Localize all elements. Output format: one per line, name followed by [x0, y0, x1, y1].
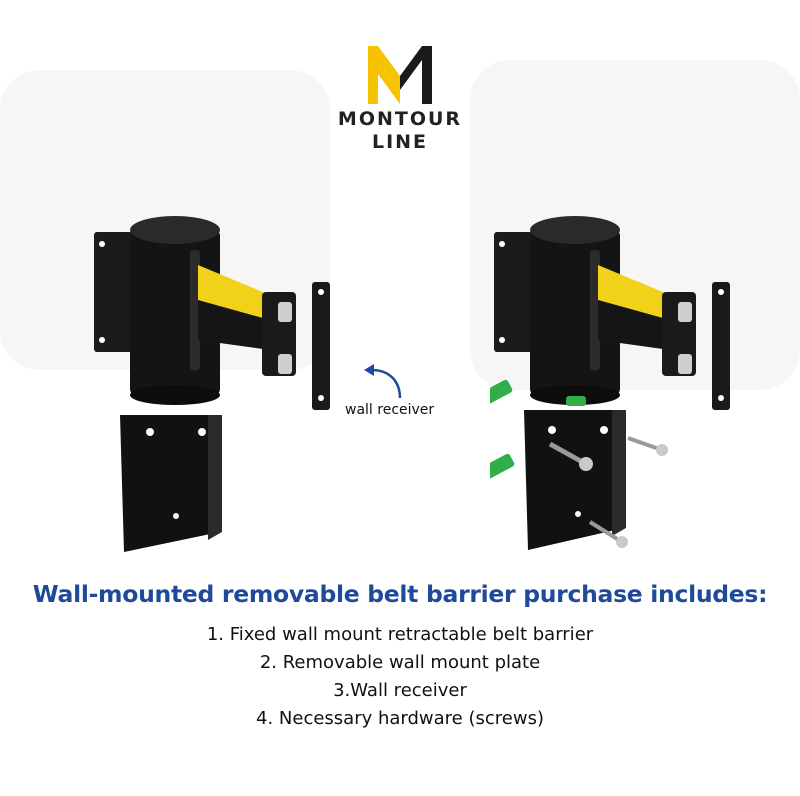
belt-barrier-left-group — [94, 216, 330, 552]
wall-mount-plate — [120, 415, 220, 552]
list-item: 2. Removable wall mount plate — [259, 652, 541, 673]
list-item: 1. Fixed wall mount retractable belt bar… — [206, 624, 594, 645]
back-plate — [94, 232, 134, 352]
brand-name-line2: LINE — [371, 131, 429, 153]
screw-icon — [548, 436, 668, 548]
list-item: 3.Wall receiver — [333, 680, 467, 701]
brand-logo: MONTOUR LINE — [330, 42, 470, 153]
includes-heading: Wall-mounted removable belt barrier purc… — [32, 580, 768, 608]
list-item: 4. Necessary hardware (screws) — [256, 708, 544, 729]
wall-receiver — [712, 282, 730, 410]
wall-receiver — [312, 282, 330, 410]
wall-anchor-icon — [490, 379, 586, 481]
includes-list: 1. Fixed wall mount retractable belt bar… — [0, 621, 800, 733]
montour-logo-mark — [368, 46, 432, 104]
wall-receiver-label: wall receiver — [345, 402, 435, 418]
brand-name-line1: MONTOUR — [337, 108, 463, 130]
wall-mount-plate — [524, 410, 624, 550]
belt-barrier-right-group — [490, 216, 730, 550]
curved-arrow-icon — [364, 364, 402, 399]
